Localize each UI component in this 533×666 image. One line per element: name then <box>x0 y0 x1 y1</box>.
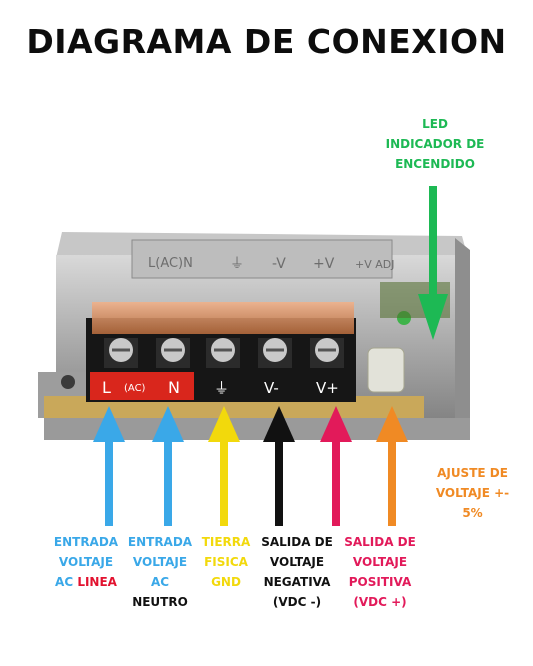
arrow-adjust <box>376 406 408 526</box>
diagram-title: DIAGRAMA DE CONEXION <box>26 22 507 61</box>
psu-right-side <box>455 238 470 440</box>
terminal-screw-vpos <box>310 338 344 368</box>
voltage-adjust-label: AJUSTE DE VOLTAJE +- 5% <box>435 466 510 520</box>
terminal-label-n: N <box>168 378 180 397</box>
cover-label-ac: L(AC)N <box>148 256 193 271</box>
led-indicator-label: LED INDICADOR DE ENCENDIDO <box>385 117 485 171</box>
power-supply: L(AC)N ⏚ -V +V +V ADJ L (AC) N ⏚ V- V+ <box>38 232 470 440</box>
neutro-word: NEUTRO <box>132 595 188 609</box>
terminal-label-vpos: V+ <box>316 379 339 397</box>
neutral-input-label: ENTRADA VOLTAJE AC NEUTRO <box>120 532 200 612</box>
mounting-hole <box>61 375 75 389</box>
arrow-pos-output <box>320 406 352 526</box>
terminal-label-gnd: ⏚ <box>214 379 229 397</box>
cover-label-ground: ⏚ <box>230 256 244 272</box>
terminal-screw-n <box>156 338 190 368</box>
positive-output-label: SALIDA DE VOLTAJE POSITIVA (VDC +) <box>344 535 416 609</box>
terminal-label-ac: (AC) <box>124 383 146 394</box>
terminal-label-l: L <box>102 378 111 397</box>
terminal-screw-l <box>104 338 138 368</box>
linea-word: LINEA <box>77 575 117 589</box>
terminal-label-vneg: V- <box>264 379 279 397</box>
arrow-line-input <box>93 406 125 526</box>
terminal-block-cover <box>92 302 354 334</box>
ground-label: TIERRA FISICA GND <box>201 535 251 589</box>
arrow-led <box>418 186 448 340</box>
psu-bottom-plate <box>44 418 470 440</box>
cover-label-neg: -V <box>272 256 286 272</box>
adjust-potentiometer <box>367 347 405 393</box>
line-input-label: ENTRADA VOLTAJE AC LINEA <box>53 535 119 589</box>
psu-cover-panel <box>131 239 393 279</box>
negative-output-label: SALIDA DE VOLTAJE NEGATIVA (VDC -) <box>261 535 333 609</box>
ac-terminal-strip <box>90 372 194 400</box>
cover-label-adj: +V ADJ <box>355 258 394 271</box>
arrow-neutral-input <box>152 406 184 526</box>
terminal-screw-gnd <box>206 338 240 368</box>
terminal-screw-vneg <box>258 338 292 368</box>
cover-label-pos: +V <box>313 256 335 272</box>
arrow-ground <box>208 406 240 526</box>
arrows <box>93 186 448 526</box>
terminal-block: L (AC) N ⏚ V- V+ <box>86 302 356 402</box>
arrow-neg-output <box>263 406 295 526</box>
